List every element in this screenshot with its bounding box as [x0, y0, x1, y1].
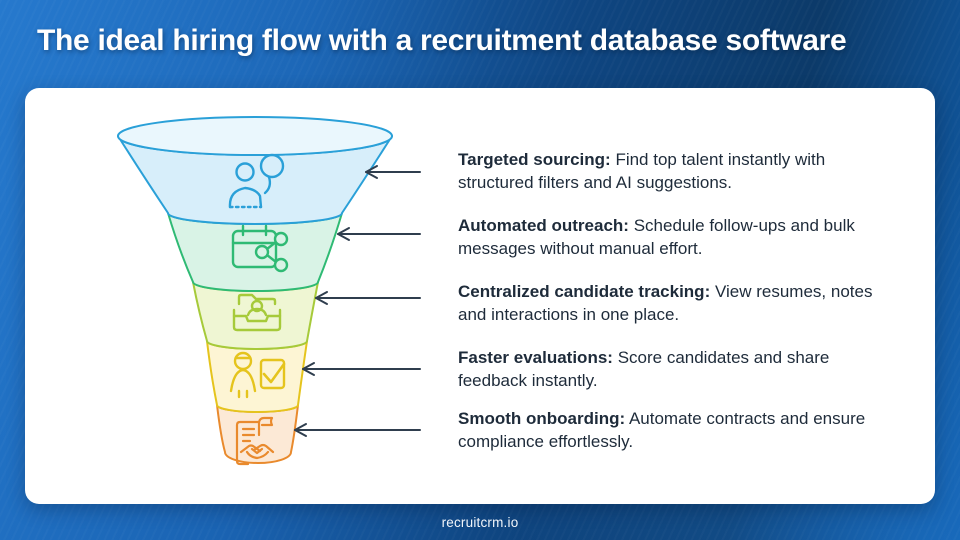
- funnel-mouth: [117, 116, 393, 156]
- footer-brand: recruitcrm.io: [441, 514, 519, 530]
- candidate-inbox-icon: [232, 293, 282, 332]
- annotation-label: Faster evaluations:: [458, 348, 613, 367]
- arrow-centralized-tracking: [315, 291, 421, 305]
- annotation-description: Score candidates and share feedback inst…: [458, 348, 830, 390]
- annotation-targeted-sourcing: Targeted sourcing: Find top talent insta…: [458, 148, 882, 194]
- arrow-automated-outreach: [337, 227, 421, 241]
- annotation-centralized-tracking: Centralized candidate tracking: View res…: [458, 280, 882, 326]
- annotation-label: Targeted sourcing:: [458, 150, 611, 169]
- footer-bar: recruitcrm.io: [0, 504, 960, 540]
- annotation-smooth-onboarding: Smooth onboarding: Automate contracts an…: [458, 407, 882, 453]
- annotation-label: Automated outreach:: [458, 216, 629, 235]
- annotation-description: Automate contracts and ensure compliance…: [458, 409, 866, 451]
- annotation-description: View resumes, notes and interactions in …: [458, 282, 873, 324]
- evaluation-check-icon: [229, 351, 286, 399]
- arrow-targeted-sourcing: [365, 165, 421, 179]
- talent-search-icon: [228, 153, 285, 209]
- annotation-label: Smooth onboarding:: [458, 409, 626, 428]
- funnel-stage-centralized-tracking: [192, 281, 319, 350]
- contract-handshake-icon: [235, 416, 275, 466]
- annotation-label: Centralized candidate tracking:: [458, 282, 711, 301]
- annotation-arrows: [294, 165, 421, 437]
- calendar-share-icon: [231, 224, 289, 273]
- arrow-faster-evaluations: [302, 362, 421, 376]
- funnel-stage-faster-evaluations: [206, 340, 308, 413]
- annotation-automated-outreach: Automated outreach: Schedule follow-ups …: [458, 214, 882, 260]
- annotation-faster-evaluations: Faster evaluations: Score candidates and…: [458, 346, 882, 392]
- annotation-description: Find top talent instantly with structure…: [458, 150, 826, 192]
- page-title: The ideal hiring flow with a recruitment…: [37, 24, 847, 57]
- arrow-smooth-onboarding: [294, 423, 421, 437]
- annotation-description: Schedule follow-ups and bulk messages wi…: [458, 216, 855, 258]
- funnel-stage-smooth-onboarding: [216, 404, 299, 464]
